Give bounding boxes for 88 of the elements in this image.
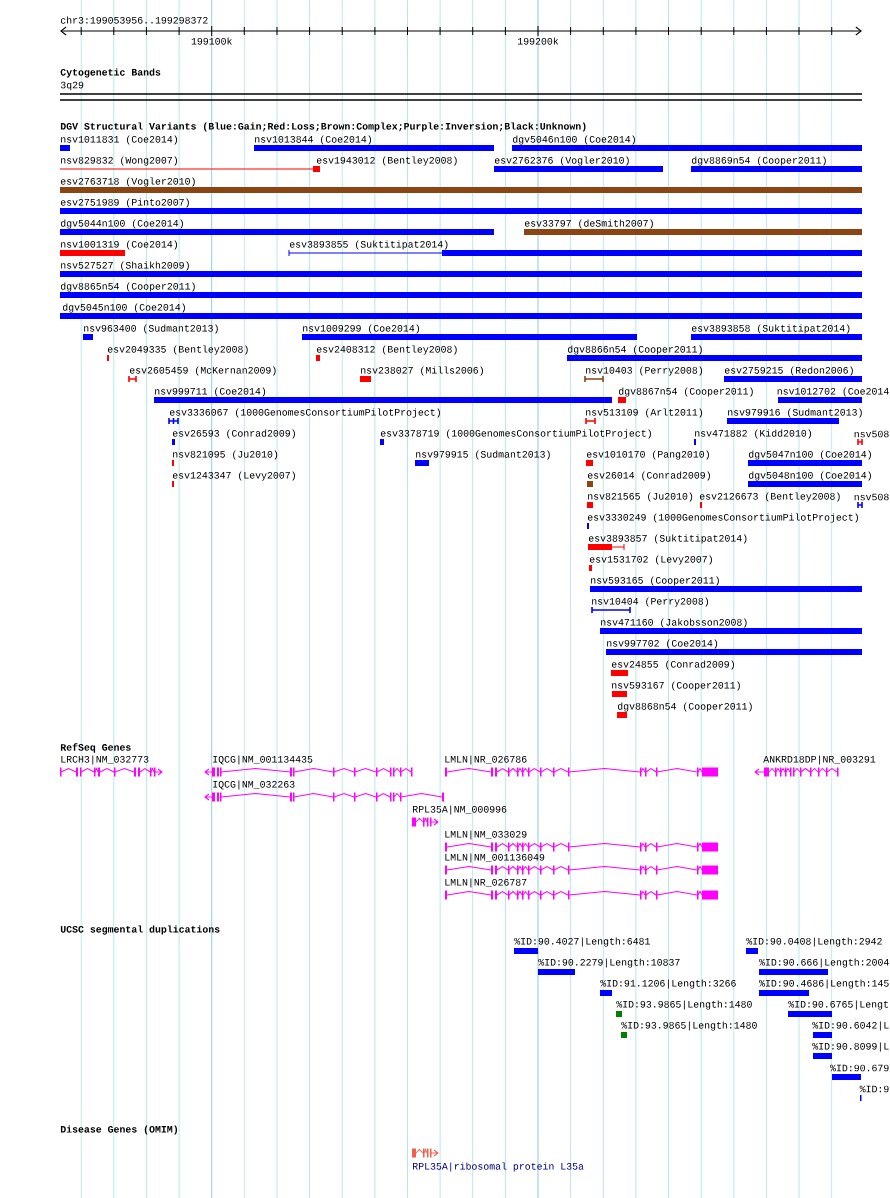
variant-label: esv2763718 (Vogler2010) — [60, 177, 195, 187]
variant-label: dgv5048n100 (Coe2014) — [748, 471, 871, 481]
variant-label: esv2605459 (McKernan2009) — [129, 366, 276, 376]
gene-label: LMLN|NM_033029 — [445, 830, 527, 840]
variant-label: nsv471882 (Kidd2010) — [695, 429, 811, 439]
duplication-label: %ID:90.8099|L — [812, 1042, 889, 1052]
variant-label: dgv5044n100 (Coe2014) — [60, 219, 183, 229]
variant-label: nsv999711 (Coe2014) — [155, 387, 266, 397]
variant-label: esv3336067 (1000GenomesConsortiumPilotProject) — [169, 408, 440, 418]
track-heading: DGV Structural Variants (Blue:Gain;Red:Loss;Brown:Complex;Purple:Inversion;Black:Unknown) — [60, 122, 586, 132]
variant-label: nsv1013844 (Coe2014) — [255, 135, 371, 145]
variant-label: dgv8868n54 (Cooper2011) — [617, 702, 752, 712]
variant-label: dgv8866n54 (Cooper2011) — [567, 345, 702, 355]
variant-label: nsv513109 (Arlt2011) — [586, 408, 702, 418]
variant-label: esv2762376 (Vogler2010) — [494, 156, 629, 166]
duplication-label: %ID:93.9865|Length:1480 — [616, 1000, 752, 1010]
gene-label: LMLN|NR_026786 — [445, 755, 527, 765]
variant-label: esv2751989 (Pinto2007) — [60, 198, 189, 208]
variant-label: esv3893857 (Suktitipat2014) — [588, 534, 747, 544]
variant-label: nsv829832 (Wong2007) — [61, 156, 177, 166]
disease-gene-label: RPL35A|ribosomal protein L35a — [413, 1162, 584, 1172]
variant-label: esv33797 (deSmith2007) — [524, 219, 653, 229]
variant-label: esv1943012 (Bentley2008) — [316, 156, 457, 166]
gene-label: IQCG|NM_001134435 — [213, 755, 313, 765]
variant-label: nsv821095 (Ju2010) — [173, 450, 278, 460]
duplication-label: %ID:90.666|Length:2004 — [759, 958, 889, 968]
variant-label: nsv963400 (Sudmant2013) — [84, 324, 218, 334]
duplication-label: %ID:91.1206|Length:3266 — [600, 979, 736, 989]
variant-label: nsv1011831 (Coe2014) — [61, 135, 177, 145]
variant-label: esv1531702 (Levy2007) — [589, 555, 712, 565]
variant-label: dgv5047n100 (Coe2014) — [748, 450, 871, 460]
duplication-label: %ID:9 — [859, 1085, 889, 1093]
variant-label: dgv5046n100 (Coe2014) — [512, 135, 635, 145]
variant-label: nsv10403 (Perry2008) — [586, 366, 702, 376]
variant-label: esv26593 (Conrad2009) — [172, 429, 295, 439]
duplication-label: %ID:90.4027|Length:6481 — [514, 937, 650, 947]
variant-label: nsv821565 (Ju2010) — [588, 492, 693, 502]
duplication-label: %ID:90.6765|Lengt — [788, 1000, 888, 1010]
variant-label: esv2759215 (Redon2006) — [724, 366, 853, 376]
duplication-label: %ID:90.2279|Length:10837 — [538, 958, 680, 968]
duplication-label: %ID:90.679 — [830, 1064, 889, 1072]
variant-label: nsv1012702 (Coe2014 — [777, 387, 889, 397]
variant-label: nsv593165 (Cooper2011) — [591, 576, 719, 586]
variant-label: nsv471160 (Jakobsson2008) — [601, 618, 747, 628]
variant-label: esv3893855 (Suktitipat2014) — [289, 240, 448, 250]
tick-label: 199100k — [191, 37, 232, 45]
track-heading: Disease Genes (OMIM) — [60, 1125, 177, 1135]
variant-label: nsv1009299 (Coe2014) — [303, 324, 419, 334]
duplication-label: %ID:90.4686|Length:145 — [759, 979, 889, 989]
duplication-label: %ID:90.0408|Length:2942 — [746, 937, 882, 947]
tick-label: 199200k — [518, 37, 559, 45]
gene-label: IQCG|NM_032263 — [213, 780, 295, 790]
variant-label: esv26014 (Conrad2009) — [587, 471, 710, 481]
variant-label: nsv508 — [854, 493, 889, 501]
variant-label: dgv8867n54 (Cooper2011) — [618, 387, 753, 397]
gene-label: LRCH3|NM_032773 — [61, 755, 149, 765]
position-label: chr3:199053956..199298372 — [60, 16, 208, 24]
variant-label: esv3330249 (1000GenomesConsortiumPilotProject) — [587, 513, 858, 523]
track-heading: RefSeq Genes — [60, 743, 131, 753]
variant-label: esv2126673 (Bentley2008) — [699, 492, 840, 502]
gene-label: ANKRD18DP|NR_003291 — [763, 755, 876, 765]
variant-label: nsv1001319 (Coe2014) — [61, 240, 177, 250]
variant-label: esv1010170 (Pang2010) — [586, 450, 709, 460]
variant-label: nsv238027 (Mills2006) — [361, 366, 483, 376]
variant-label: dgv5045n100 (Coe2014) — [62, 303, 185, 313]
variant-label: esv24855 (Conrad2009) — [611, 660, 734, 670]
variant-label: esv2049335 (Bentley2008) — [107, 345, 248, 355]
variant-label: esv1243347 (Levy2007) — [172, 471, 295, 481]
variant-label: dgv8869n54 (Cooper2011) — [691, 156, 826, 166]
variant-label: nsv593167 (Cooper2011) — [612, 681, 740, 691]
variant-label: nsv979916 (Sudmant2013) — [728, 408, 862, 418]
variant-label: dgv8865n54 (Cooper2011) — [60, 282, 195, 292]
variant-label: nsv979915 (Sudmant2013) — [416, 450, 550, 460]
variant-label: esv3893858 (Suktitipat2014) — [691, 324, 850, 334]
gene-label: LMLN|NM_001136049 — [445, 853, 545, 863]
band-label: 3q29 — [60, 81, 84, 91]
variant-label: nsv508 — [854, 430, 889, 438]
variant-label: nsv10404 (Perry2008) — [592, 597, 708, 607]
duplication-label: %ID:90.6042|L — [812, 1021, 889, 1031]
variant-label: nsv997702 (Coe2014) — [607, 639, 718, 649]
track-heading: Cytogenetic Bands — [60, 68, 161, 78]
gene-label: LMLN|NR_026787 — [445, 878, 527, 888]
gene-label: RPL35A|NM_000996 — [413, 805, 507, 815]
track-heading: UCSC segmental duplications — [60, 925, 220, 935]
variant-label: esv3378719 (1000GenomesConsortiumPilotProject) — [380, 429, 651, 439]
variant-label: nsv527527 (Shaikh2009) — [61, 261, 189, 271]
duplication-label: %ID:93.9865|Length:1480 — [621, 1021, 757, 1031]
variant-label: esv2408312 (Bentley2008) — [316, 345, 457, 355]
